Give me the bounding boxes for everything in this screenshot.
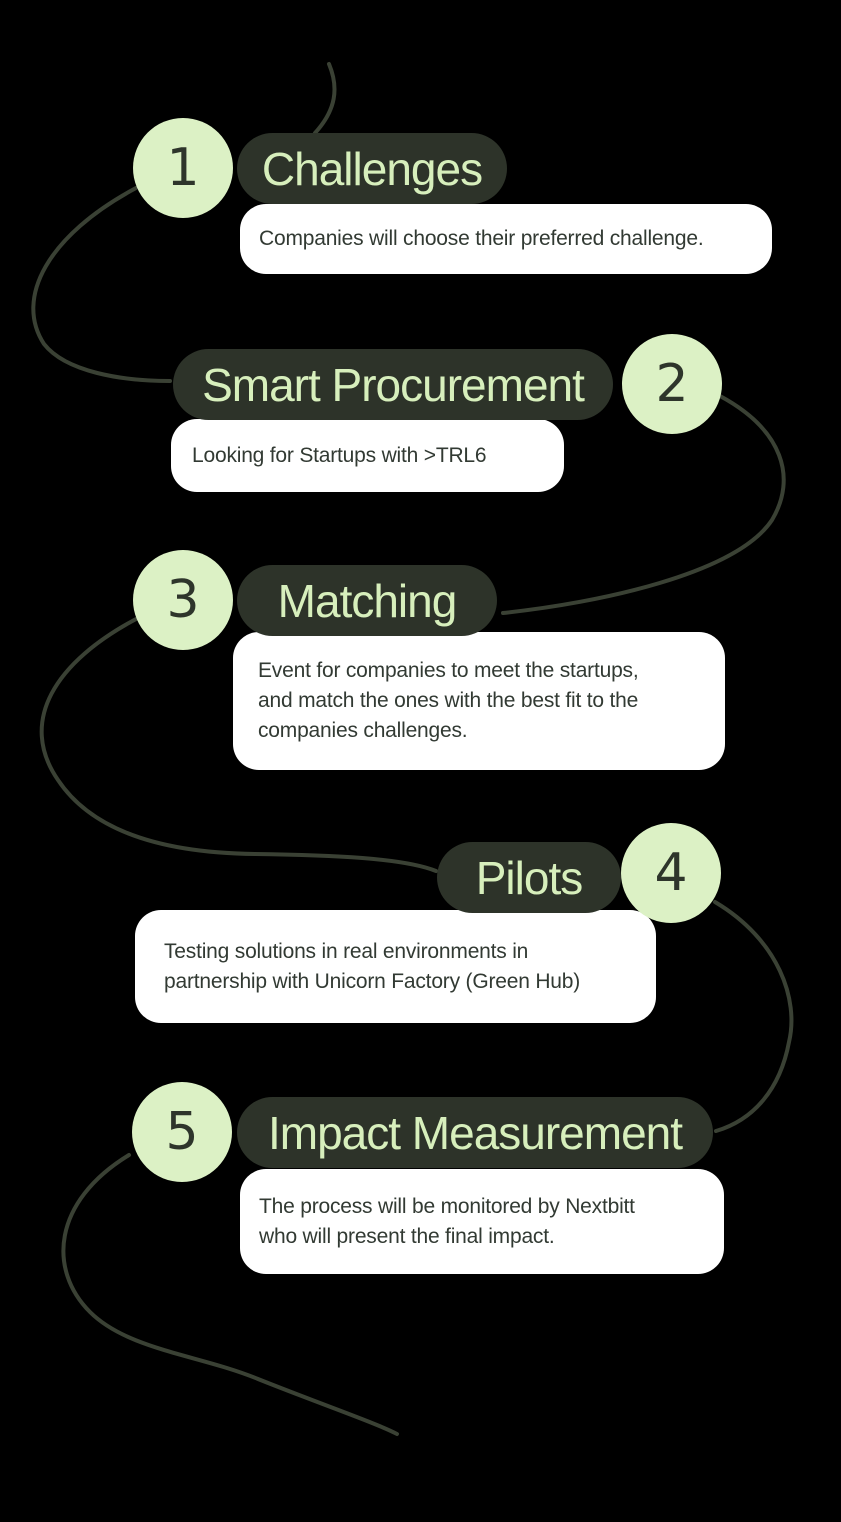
step-5-title-pill: Impact Measurement (237, 1097, 713, 1168)
connector-curve-2-3 (501, 394, 786, 615)
step-5-title: Impact Measurement (267, 1106, 683, 1159)
step-1-description: Companies will choose their preferred ch… (259, 227, 704, 250)
step-3-title-pill: Matching (237, 565, 497, 636)
step-3-description-card: Event for companies to meet the startups… (233, 632, 725, 770)
step-5-description-card: The process will be monitored by Nextbit… (240, 1169, 724, 1274)
step-4-description-card: Testing solutions in real environments i… (135, 910, 656, 1023)
step-2-number-badge: 2 (622, 334, 722, 434)
step-4-title: Pilots (475, 851, 583, 904)
step-1-title: Challenges (261, 142, 483, 195)
step-5-description: The process will be monitored by Nextbit… (259, 1194, 635, 1248)
connector-curve-bottom (61, 1153, 399, 1436)
step-1-description-card: Companies will choose their preferred ch… (240, 204, 772, 274)
connector-curve-4-5 (713, 900, 794, 1133)
connector-curve-3-4 (39, 616, 438, 873)
step-5-number-badge: 5 (132, 1082, 232, 1182)
step-1-number-badge: 1 (133, 118, 233, 218)
step-1-title-pill: Challenges (237, 133, 507, 204)
connector-curve-1-2 (31, 186, 172, 383)
step-3-number-badge: 3 (133, 550, 233, 650)
step-2-description: Looking for Startups with >TRL6 (192, 443, 487, 467)
connector-curve-top (313, 62, 337, 135)
step-2-title-pill: Smart Procurement (173, 349, 613, 420)
step-3-description: Event for companies to meet the startups… (258, 659, 639, 742)
step-4-number-badge: 4 (621, 823, 721, 923)
step-3-title: Matching (277, 574, 458, 627)
step-2-description-card: Looking for Startups with >TRL6 (171, 419, 564, 492)
step-4-description: Testing solutions in real environments i… (164, 939, 581, 993)
step-2-title: Smart Procurement (202, 358, 585, 411)
step-4-title-pill: Pilots (437, 842, 621, 913)
